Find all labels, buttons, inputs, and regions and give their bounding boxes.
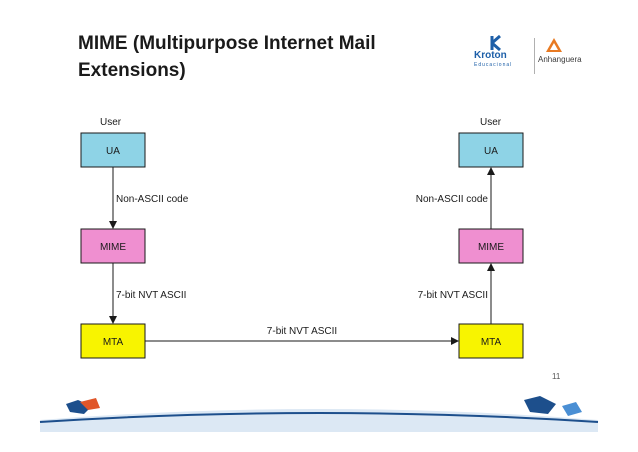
footer-line xyxy=(39,412,599,423)
footer-right-accent-icon xyxy=(562,402,582,416)
left-mime-label: MIME xyxy=(100,242,126,253)
footer-right-shape-icon xyxy=(524,396,556,414)
slide-title: MIME (Multipurpose Internet Mail Extensi… xyxy=(78,33,376,81)
right-ua-box xyxy=(458,132,524,168)
right-nvt-label: 7-bit NVT ASCII xyxy=(418,290,488,301)
left-mta-label: MTA xyxy=(103,337,124,348)
page-number: 11 xyxy=(552,372,561,381)
left-ua-label: UA xyxy=(106,146,120,157)
right-ua-label: UA xyxy=(484,146,498,157)
left-mime-box xyxy=(80,228,146,264)
right-user-label: User xyxy=(480,117,502,128)
kroton-logo-icon xyxy=(490,34,562,52)
left-user-label: User xyxy=(100,117,122,128)
right-mime-box xyxy=(458,228,524,264)
right-non-ascii-label: Non-ASCII code xyxy=(416,194,489,205)
middle-nvt-label: 7-bit NVT ASCII xyxy=(267,326,337,337)
kroton-logo-text: Kroton xyxy=(474,50,507,61)
footer-decoration xyxy=(39,396,599,432)
right-mta-label: MTA xyxy=(481,337,502,348)
logo-group: Kroton Educacional Anhanguera xyxy=(470,34,600,78)
left-non-ascii-label: Non-ASCII code xyxy=(116,194,189,205)
left-nvt-label: 7-bit NVT ASCII xyxy=(116,290,186,301)
right-mime-label: MIME xyxy=(478,242,504,253)
left-mta-box xyxy=(80,323,146,359)
anhanguera-logo-text: Anhanguera xyxy=(538,55,582,64)
kroton-logo-subtext: Educacional xyxy=(474,62,513,68)
logo-divider xyxy=(534,38,535,74)
footer-left-accent-icon xyxy=(80,398,100,410)
right-mta-box xyxy=(458,323,524,359)
